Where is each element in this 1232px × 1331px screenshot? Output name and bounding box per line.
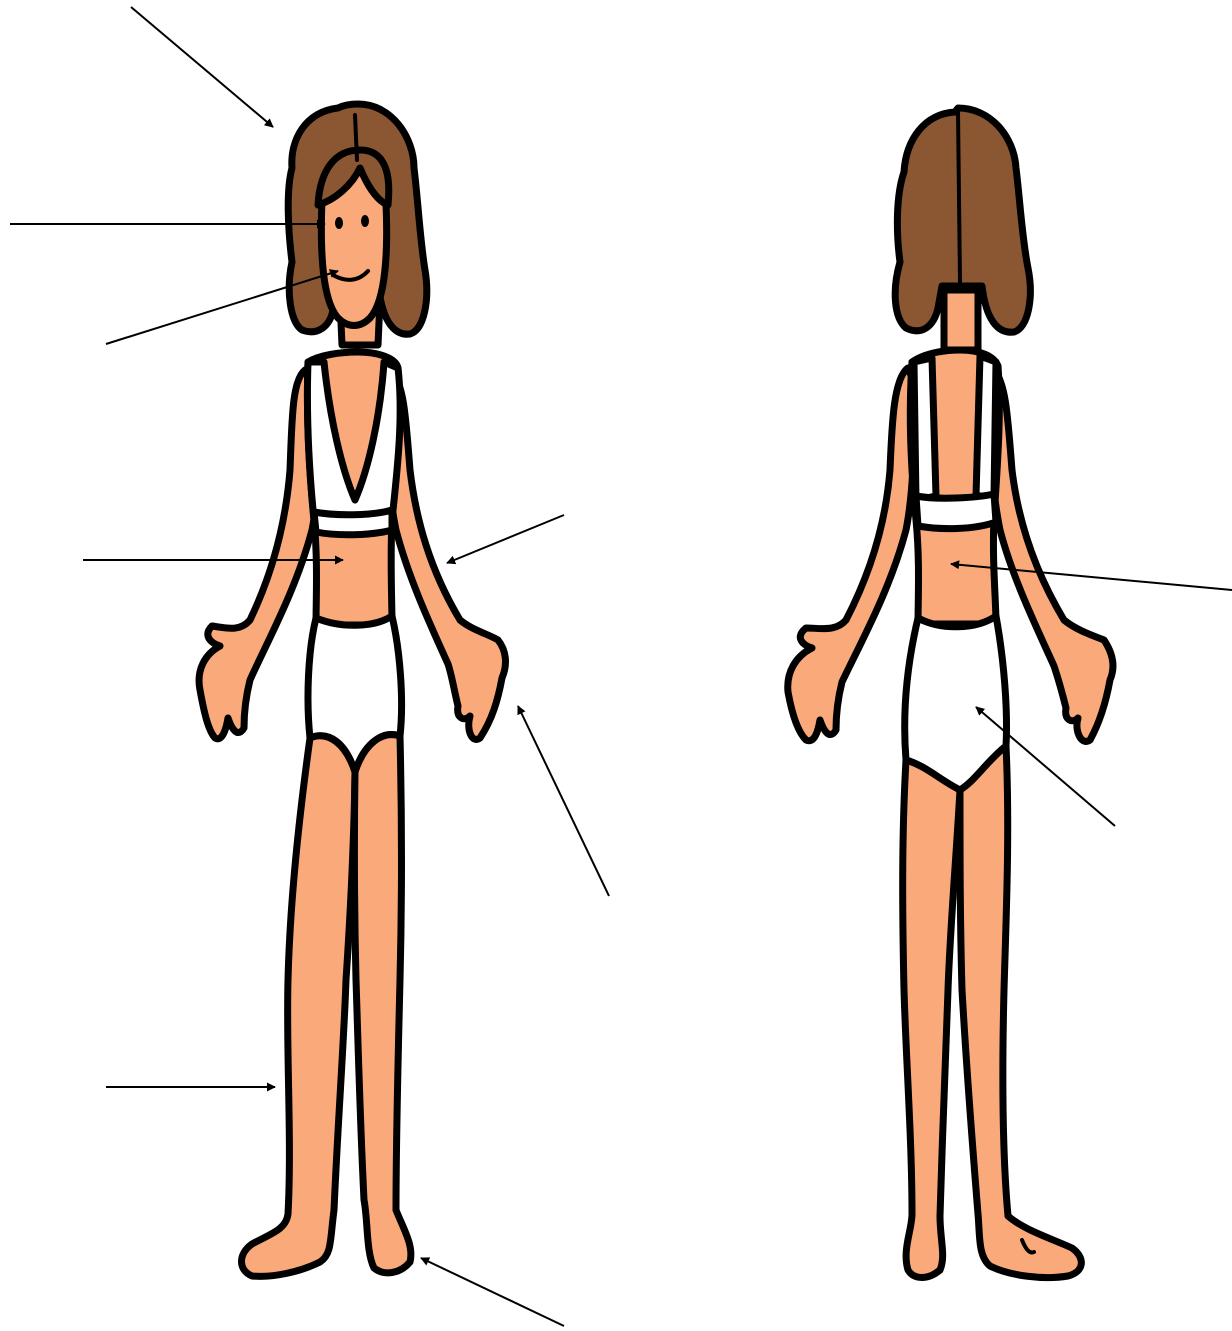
front-hair-part	[355, 115, 357, 160]
label-pointers	[10, 7, 1232, 1326]
front-left-arm	[199, 370, 320, 739]
front-right-leg	[354, 735, 411, 1273]
back-view-figure	[788, 108, 1113, 1278]
back-left-leg	[903, 760, 960, 1278]
front-right-eye	[361, 215, 369, 227]
back-neck	[944, 290, 978, 350]
front-left-leg	[242, 736, 356, 1277]
back-hair-part	[958, 112, 960, 282]
back-top-band	[916, 494, 996, 529]
back-left-arm	[788, 368, 914, 741]
back-top-right-strap	[976, 356, 996, 496]
front-view-figure	[199, 104, 505, 1276]
pointer-arrow-arm	[447, 515, 564, 563]
pointer-arrow-hand	[518, 706, 609, 896]
back-right-leg	[960, 746, 1081, 1278]
pointer-arrow-hair	[131, 7, 273, 127]
front-left-eye	[335, 217, 343, 229]
front-top-band	[314, 510, 392, 535]
pointer-arrow-foot	[421, 1258, 564, 1326]
back-top-left-strap	[914, 358, 936, 500]
